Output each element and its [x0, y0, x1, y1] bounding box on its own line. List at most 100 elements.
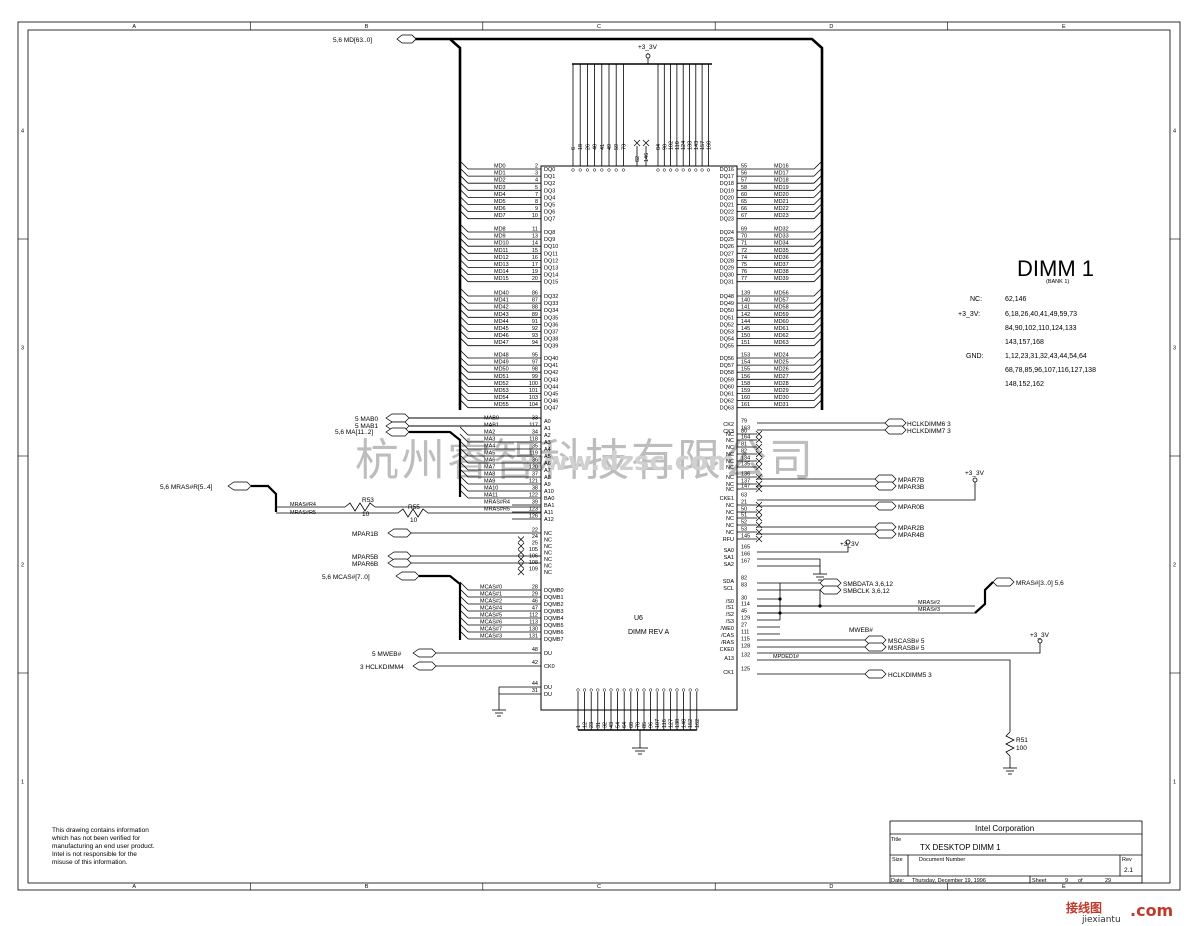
- top-pin-number: 6: [571, 147, 577, 150]
- left-pin-number: 103: [529, 395, 538, 401]
- right-pin-number: 55: [741, 164, 747, 170]
- right-pin-name: NC: [726, 432, 734, 438]
- left-net-label: MD47: [494, 340, 509, 346]
- left-pin-name: DU: [544, 651, 552, 657]
- right-net-label: MD37: [774, 262, 789, 268]
- left-pin-number: 20: [532, 276, 538, 282]
- left-pin-name: A4: [544, 447, 551, 453]
- r53-value: 10: [362, 511, 370, 518]
- port-mpar5b: MPAR5B: [352, 554, 378, 561]
- left-pin-name: BA0: [544, 496, 554, 502]
- port-mras-bus-right: MRAS#[3..0] 5,6: [1016, 580, 1064, 587]
- left-pin-name: DU: [544, 692, 552, 698]
- size-label: Size: [892, 857, 903, 863]
- left-net-label: MD48: [494, 353, 509, 359]
- right-net-label: MD35: [774, 248, 789, 254]
- right-pin-number: 51: [741, 513, 747, 519]
- bottom-pin-number: 1: [576, 725, 582, 728]
- left-pin-number: 112: [529, 613, 538, 619]
- left-pin-name: DQ13: [544, 266, 558, 272]
- border-row-label-left: 4: [21, 129, 24, 135]
- v33-pins-2: 84,90,102,110,124,133: [1005, 325, 1077, 332]
- right-pin-number: 50: [741, 507, 747, 513]
- right-pin-name: /S3: [726, 619, 734, 625]
- left-pin-number: 100: [529, 381, 538, 387]
- left-pin-number: 101: [529, 388, 538, 394]
- md-bus: [396, 34, 824, 410]
- right-net-label: MD57: [774, 298, 789, 304]
- border-row-label-right: 2: [1173, 563, 1176, 569]
- left-pin-number: 34: [532, 430, 538, 436]
- left-ports: [227, 413, 541, 717]
- left-pin-number: 31: [532, 688, 538, 694]
- right-pin-name: DQ59: [720, 377, 734, 383]
- right-net-label: MD38: [774, 269, 789, 275]
- top-pin-number: 59: [614, 144, 620, 150]
- left-net-label: MD51: [494, 374, 509, 380]
- right-pin-name: DQ29: [720, 266, 734, 272]
- port-hclk7: HCLKDIMM7 3: [907, 428, 951, 435]
- dimm-title: DIMM 1: [1017, 256, 1094, 281]
- left-pin-number: 5: [535, 185, 538, 191]
- left-pin-name: NC: [544, 570, 552, 576]
- right-pin-number: 80: [741, 429, 747, 435]
- rev-value: 2.1: [1124, 867, 1133, 874]
- right-net-label: MD21: [774, 199, 789, 205]
- right-pin-number: 164: [741, 435, 750, 441]
- left-pin-name: DU: [544, 685, 552, 691]
- bottom-pin-number: 68: [629, 722, 635, 728]
- left-pin-name: DQ4: [544, 195, 555, 201]
- left-pin-name: DQ1: [544, 174, 555, 180]
- left-pin-number: 106: [529, 554, 538, 560]
- right-pin-number: 136: [741, 472, 750, 478]
- border-col-label-bottom: B: [365, 884, 369, 890]
- right-pin-number: 137: [741, 479, 750, 485]
- left-pin-number: 39: [532, 500, 538, 506]
- right-pin-number: 21: [741, 500, 747, 506]
- right-pin-number: 160: [741, 395, 750, 401]
- border-row-label-right: 1: [1173, 780, 1176, 786]
- sheet-label: Sheet: [1032, 878, 1047, 884]
- right-pin-name: SDA: [723, 579, 735, 585]
- inner-border: [27, 29, 1171, 884]
- left-addr-net: MRAS#R5: [484, 507, 510, 513]
- left-pin-number: 42: [532, 660, 538, 666]
- left-pin-name: A3: [544, 440, 551, 446]
- top-pin-number: 110: [675, 141, 681, 150]
- right-pin-name: NC: [726, 530, 734, 536]
- right-net-label: MD63: [774, 340, 789, 346]
- left-net-label: MD54: [494, 395, 509, 401]
- right-pin-number: 125: [741, 667, 750, 673]
- left-addr-net: MA11: [484, 493, 498, 499]
- right-pin-name: CK2: [723, 422, 734, 428]
- port-mscas: MSCASB# 5: [888, 638, 925, 645]
- left-pin-number: 46: [532, 599, 538, 605]
- right-pin-name: DQ20: [720, 195, 734, 201]
- left-addr-net: MA6: [484, 458, 495, 464]
- right-pin-name: SA1: [724, 555, 734, 561]
- right-net-label: MD60: [774, 319, 789, 325]
- right-net-label: MD25: [774, 360, 789, 366]
- rev-label: Rev: [1122, 857, 1132, 863]
- port-mpar2b: MPAR2B: [898, 525, 924, 532]
- left-pin-number: 48: [532, 647, 538, 653]
- left-net-label: MD50: [494, 367, 509, 373]
- top-pin-number: 73: [621, 144, 627, 150]
- right-ports: [757, 418, 1043, 775]
- right-pin-number: 115: [741, 637, 750, 643]
- left-pin-name: DQ34: [544, 308, 558, 314]
- right-net-label: MD62: [774, 333, 789, 339]
- power-top-label: +3_3V: [638, 44, 658, 51]
- left-pin-number: 93: [532, 333, 538, 339]
- right-pin-name: NC: [726, 475, 734, 481]
- right-pin-number: 72: [741, 248, 747, 254]
- right-pin-name: DQ21: [720, 203, 734, 209]
- left-net-label: MD5: [494, 199, 506, 205]
- right-pin-number: 163: [741, 426, 750, 432]
- right-pin-name: DQ49: [720, 301, 734, 307]
- left-addr-net: MA4: [484, 444, 495, 450]
- left-pin-name: A6: [544, 461, 551, 467]
- port-md-bus: 5,6 MD[63..0]: [333, 37, 372, 44]
- left-net-label: MD9: [494, 234, 506, 240]
